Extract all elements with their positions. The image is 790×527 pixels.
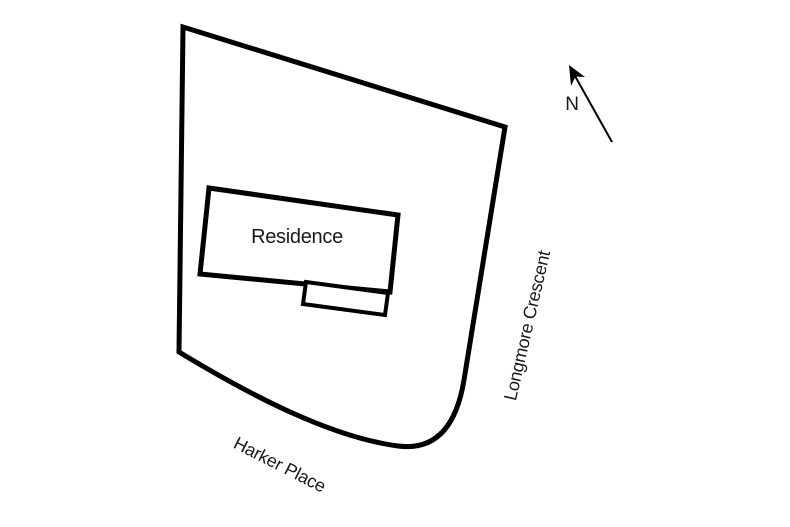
residence-extension-outline: [300, 279, 391, 318]
residence-label: Residence: [251, 226, 343, 248]
street-label-longmore-crescent: Longmore Crescent: [500, 249, 554, 403]
street-label-harker-place: Harker Place: [230, 433, 329, 497]
north-arrow-shaft: [574, 75, 613, 143]
north-arrow-icon: N: [565, 65, 613, 143]
north-arrow-head: [569, 65, 585, 86]
north-label: N: [565, 94, 578, 115]
